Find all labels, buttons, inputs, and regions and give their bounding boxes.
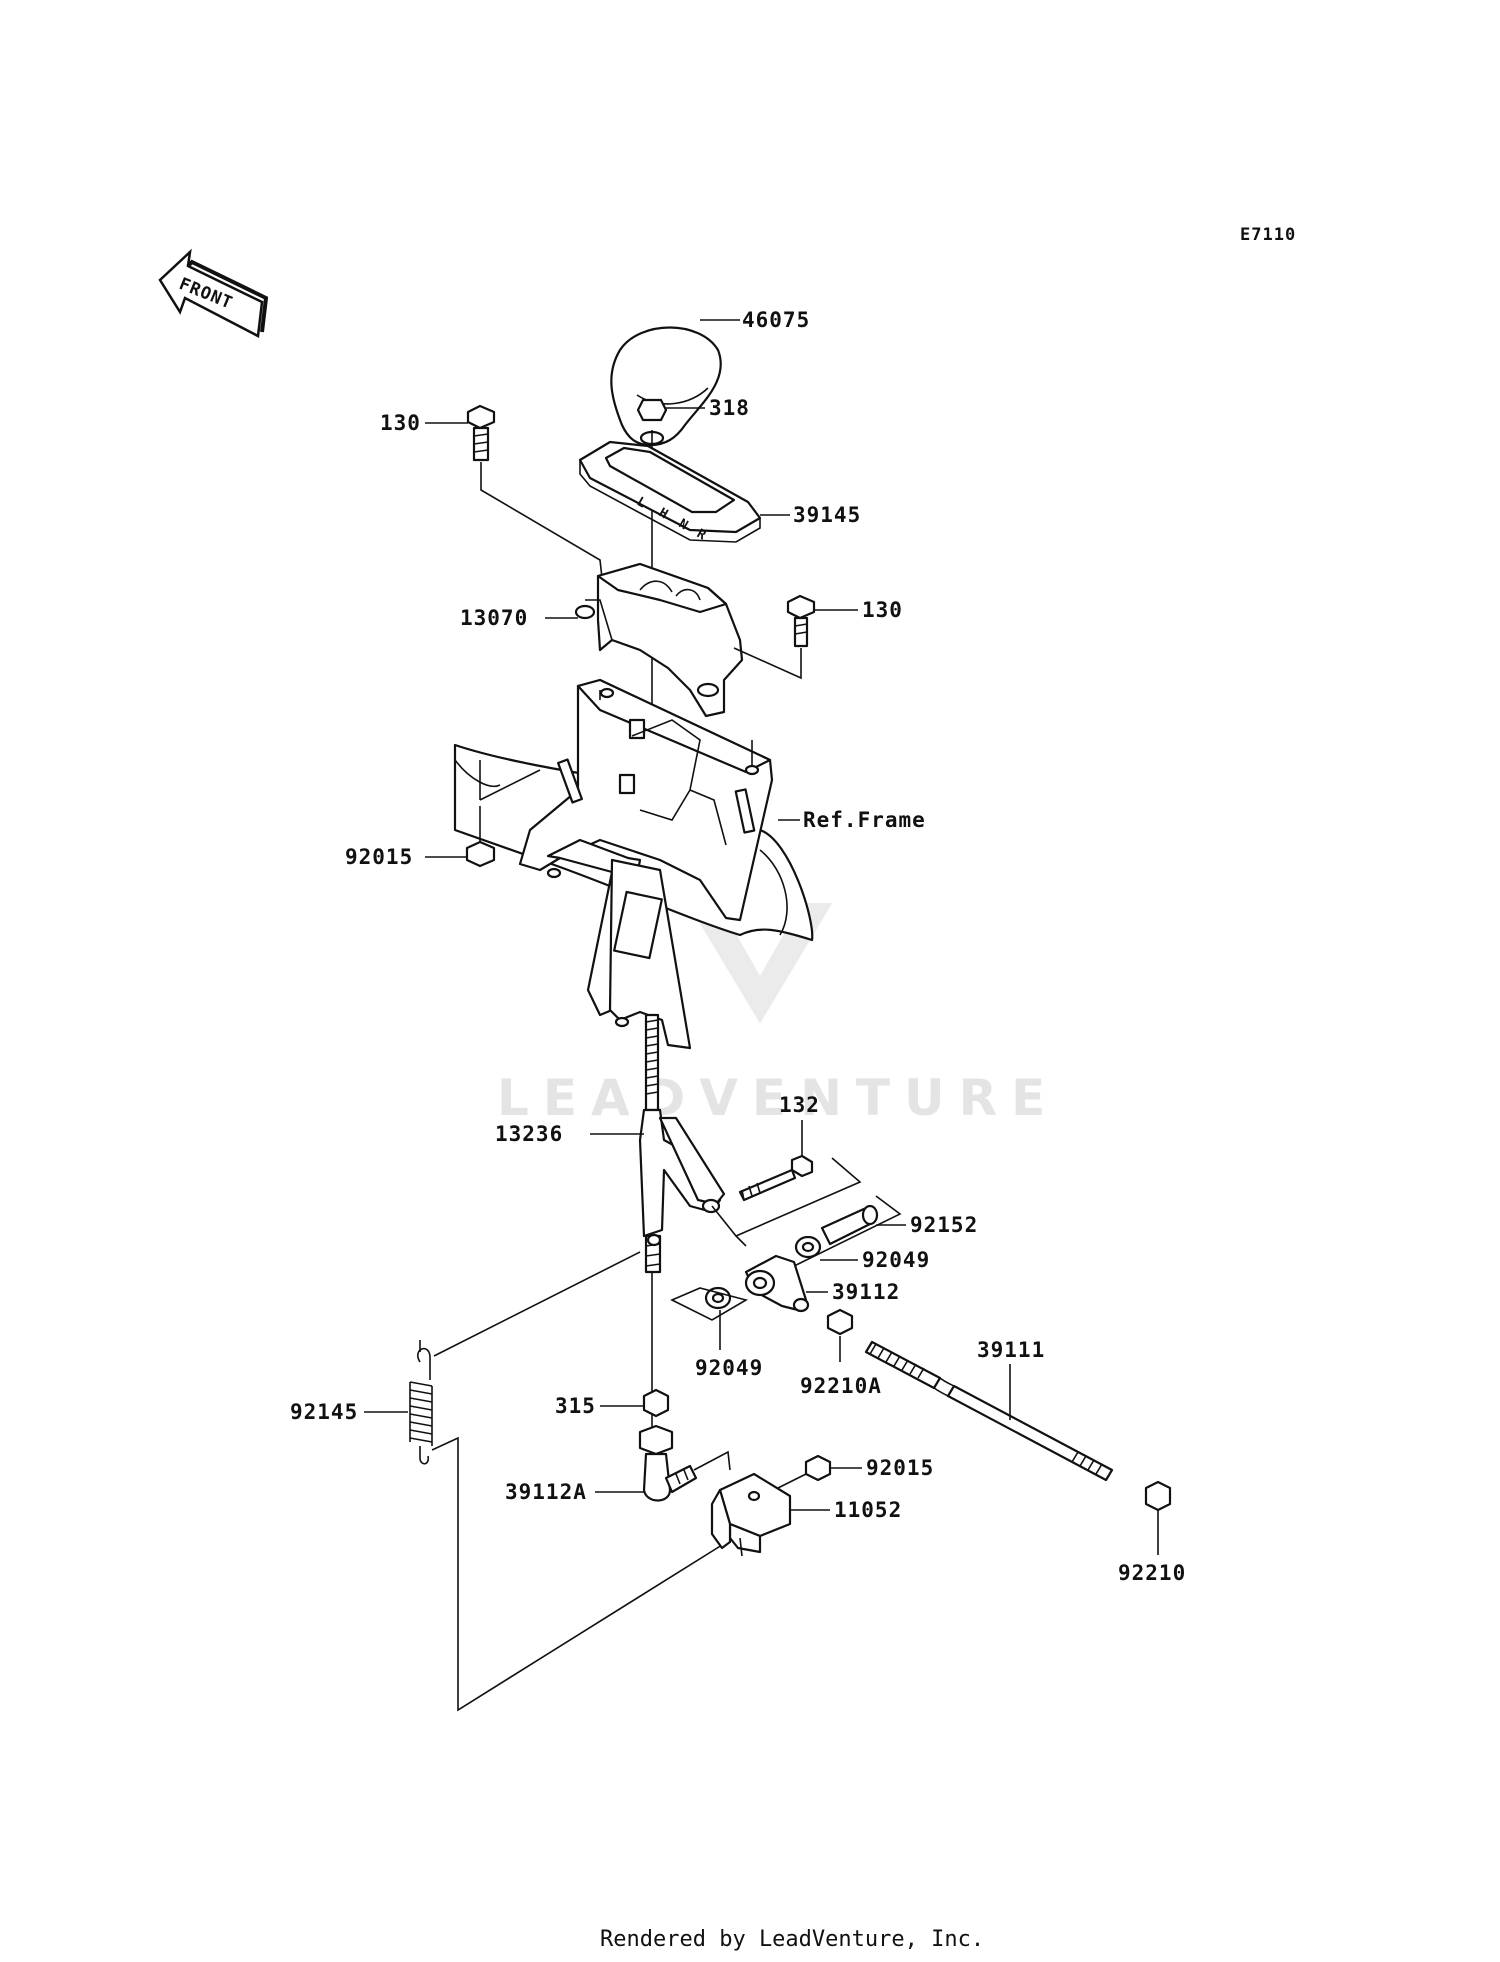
callout-39112: 39112 bbox=[832, 1280, 900, 1304]
callout-92049-left: 92049 bbox=[695, 1356, 763, 1380]
spring-92145 bbox=[409, 1340, 433, 1465]
pivot-axis-box bbox=[711, 1157, 862, 1237]
callout-132: 132 bbox=[779, 1093, 820, 1117]
joint-axis bbox=[693, 1450, 731, 1471]
washer-axis-box bbox=[670, 1287, 749, 1321]
collar-axis bbox=[785, 1195, 902, 1271]
callout-92145: 92145 bbox=[290, 1400, 358, 1424]
spring-axis-bottom bbox=[431, 1436, 731, 1712]
collar-92152 bbox=[820, 1204, 879, 1246]
joint-39112a bbox=[638, 1424, 698, 1502]
callout-92152: 92152 bbox=[910, 1213, 978, 1237]
callout-130-left: 130 bbox=[380, 411, 421, 435]
callout-39112a: 39112A bbox=[505, 1480, 587, 1504]
callout-ref-frame: Ref.Frame bbox=[803, 808, 926, 832]
nut-318 bbox=[636, 398, 668, 422]
callout-130-right: 130 bbox=[862, 598, 903, 622]
callout-92210a: 92210A bbox=[800, 1374, 882, 1398]
callout-92015-left: 92015 bbox=[345, 845, 413, 869]
callout-39145: 39145 bbox=[793, 503, 861, 527]
watermark-text: LEADVENTURE bbox=[497, 1069, 1059, 1127]
callout-318: 318 bbox=[709, 396, 750, 420]
axis-130-left bbox=[480, 462, 603, 579]
axis-130-right bbox=[733, 647, 802, 680]
frame-bracket bbox=[453, 678, 814, 1050]
axis-92015-left bbox=[479, 769, 541, 801]
footer-credit: Rendered by LeadVenture, Inc. bbox=[600, 1927, 984, 1952]
callout-11052: 11052 bbox=[834, 1498, 902, 1522]
bolt-132 bbox=[738, 1154, 814, 1202]
callout-92049-right: 92049 bbox=[862, 1248, 930, 1272]
callout-315: 315 bbox=[555, 1394, 596, 1418]
bolt-130-right bbox=[786, 594, 816, 648]
shift-lever bbox=[638, 1013, 726, 1274]
callout-39111: 39111 bbox=[977, 1338, 1045, 1362]
watermark: LEADVENTURE bbox=[497, 903, 1059, 1127]
front-arrow-icon: FRONT bbox=[158, 248, 269, 338]
washer-92049-left bbox=[704, 1286, 732, 1310]
flange-nut-92015-right bbox=[804, 1454, 832, 1482]
callout-13070: 13070 bbox=[460, 606, 528, 630]
flange-nut-92015-left bbox=[465, 760, 496, 868]
shift-knob bbox=[610, 326, 722, 447]
bolt-130-left bbox=[466, 404, 496, 462]
shift-holder bbox=[574, 562, 744, 718]
spring-axis-top bbox=[433, 1251, 641, 1357]
callout-46075: 46075 bbox=[742, 308, 810, 332]
washer-92049-right bbox=[794, 1235, 822, 1259]
callout-92015-right: 92015 bbox=[866, 1456, 934, 1480]
callout-13236: 13236 bbox=[495, 1122, 563, 1146]
shift-guide-plate: L H N R bbox=[578, 440, 762, 544]
nut-92210 bbox=[1144, 1480, 1172, 1512]
callout-92210: 92210 bbox=[1118, 1561, 1186, 1585]
diagram-code: E7110 bbox=[1240, 225, 1296, 245]
joint-39112 bbox=[744, 1254, 810, 1313]
bracket-11052 bbox=[710, 1472, 792, 1557]
pivot-axis-tail bbox=[735, 1235, 747, 1247]
nut-315 bbox=[642, 1388, 670, 1418]
shift-rod bbox=[864, 1340, 1114, 1482]
nut-92210a bbox=[826, 1308, 854, 1336]
